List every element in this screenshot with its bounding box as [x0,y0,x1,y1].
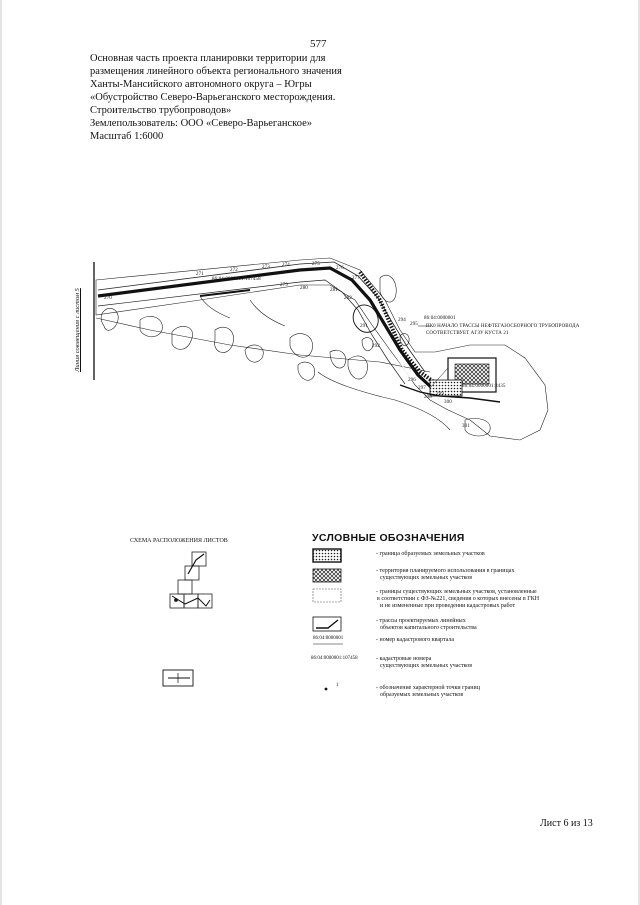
boundary-point-label: 295 [410,322,418,327]
page-number: 577 [310,38,327,50]
legend-routes-text: объектов капитального строительства [380,625,477,631]
header-line-2: размещения линейного объекта регионально… [90,66,342,77]
header-line-4: «Обустройство Северо-Варьеганского место… [90,92,336,103]
legend-point-text: образуемых земельных участков [380,692,464,698]
route-start-annotation: ПК0 НАЧАЛО ТРАССЫ НЕФТЕГАЗОСБОРНОГО ТРУБ… [426,324,580,329]
header-line-5: Строительство трубопроводов» [90,105,232,116]
pipeline-route [97,261,434,393]
boundary-point-label: 273 [262,265,270,270]
left-scan-edge [0,0,2,905]
boundary-point-label: 270 [104,296,112,301]
cadastral-number-label: 86:04:0000001:2435 [462,384,506,389]
boundary-point-label: 292 [372,344,380,349]
legend-existing-text: - границы существующих земельных участко… [376,589,537,595]
boundary-point-label: 294 [398,318,406,323]
header-line-1: Основная часть проекта планировки террит… [90,53,326,64]
legend-territory-text: - территория планируемого использования … [376,568,515,574]
boundary-point-label: 281 [330,288,338,293]
sheet-counter: Лист 6 из 13 [540,818,593,829]
legend-parcel-text: существующих земельных участков [380,663,473,669]
boundary-point-label: 271 [196,272,204,277]
route-start-annotation: СООТВЕТСТВУЕТ АГЗУ КУСТА 21 [426,331,509,336]
cadastral-quarter-label: 86:04:0000001 [424,316,456,321]
boundary-point-label: 274 [282,263,290,268]
header-line-3: Ханты-Мансийского автономного округа – Ю… [90,79,312,90]
boundary-point-label: 272 [230,268,238,273]
boundary-point-label: 282 [344,296,352,301]
boundary-point-label: 296 [408,378,416,383]
boundary-point-label: 280 [300,286,308,291]
boundary-point-label: 297 [418,386,426,391]
legend-routes-text: - трассы проектируемых линейных [376,618,466,624]
parcel-boundary [95,257,549,441]
boundary-line [95,317,431,373]
boundary-point-label: 279 [280,283,288,288]
legend-parcel-sample: 86:04:0000001:107458 [311,656,358,661]
legend-quarter-text: - номер кадастрового квартала [376,637,455,643]
legend-symbols [312,548,343,691]
terrain-contours [100,274,491,437]
legend-point-text: - обозначение характерной точки границ [376,685,480,691]
sheet-match-label: Линия совмещения с листом 5 [74,288,81,372]
legend-point-sample: 1 [336,683,339,688]
single-sheet-scheme [162,669,194,687]
boundary-point-label: 276 [336,266,344,271]
legend-title: УСЛОВНЫЕ ОБОЗНАЧЕНИЯ [312,532,465,544]
cadastral-number-label: 86:04:0000001:107458 [212,277,261,282]
boundary-point-label: 275 [312,262,320,267]
dotted-parcel-boundary [358,270,440,387]
boundary-point-label: 298 [424,395,432,400]
legend-boundary-text: - граница образуемых земельных участков [376,551,485,557]
legend-parcel-text: - кадастровые номера [376,656,432,662]
header-line-6: Землепользователь: ООО «Северо-Варьеганс… [90,118,313,129]
boundary-point-label: 291 [360,324,368,329]
boundary-point-label: 301 [462,424,470,429]
boundary-point-label: 277 [352,276,360,281]
legend-existing-text: и не измененные при проведении кадастров… [380,603,516,609]
document-header: Основная часть проекта планировки террит… [90,52,390,143]
legend-territory-text: существующих земельных участков [380,575,473,581]
legend-quarter-sample: 86:04:0000001 [313,636,344,641]
well-pad [399,357,501,403]
sheet-layout-title: СХЕМА РАСПОЛОЖЕНИЯ ЛИСТОВ [130,538,228,544]
boundary-point-label: 299 [436,392,444,397]
right-scan-edge [638,0,640,905]
header-line-7: Масштаб 1:6000 [90,131,164,142]
sheet-layout-scheme [169,551,213,609]
boundary-point-label: 300 [444,400,452,405]
legend-existing-text: в соответствии с ФЗ-№221, сведения о кот… [377,596,540,602]
